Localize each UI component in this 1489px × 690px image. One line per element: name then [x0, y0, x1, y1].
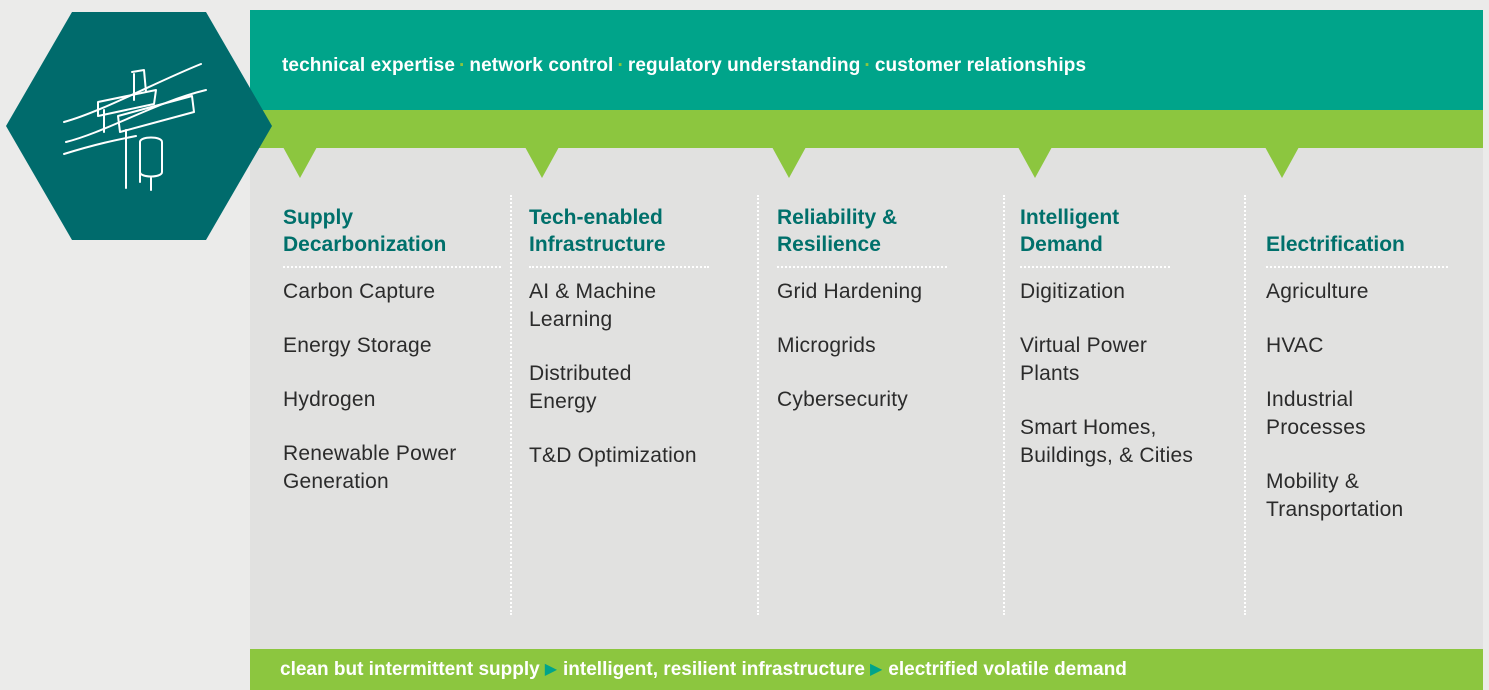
capability-item: customer relationships	[874, 55, 1087, 76]
list-item: Hydrogen	[283, 388, 376, 411]
arrow-right-icon: ▶	[544, 661, 558, 678]
column-reliability-resilience: Reliability & Resilience Grid Hardening …	[777, 200, 995, 440]
pointer-notch	[525, 147, 559, 178]
list-item: Mobility & Transportation	[1266, 470, 1404, 521]
list-item: Smart Homes, Buildings, & Cities	[1020, 416, 1194, 467]
column-supply-decarbonization: Supply Decarbonization Carbon Capture En…	[283, 200, 501, 522]
list-item: Agriculture	[1266, 280, 1369, 303]
top-banner: technical expertise·network control·regu…	[250, 10, 1483, 110]
column-divider	[757, 195, 759, 615]
pointer-notch	[772, 147, 806, 178]
bottom-banner: clean but intermittent supply▶intelligen…	[250, 649, 1483, 690]
list-item: Cybersecurity	[777, 388, 908, 411]
column-divider	[1003, 195, 1005, 615]
column-title: Reliability & Resilience	[777, 200, 947, 268]
green-band	[250, 110, 1483, 148]
capability-item: network control	[469, 55, 614, 76]
capability-item: technical expertise	[282, 55, 455, 76]
separator-dot: ·	[864, 55, 871, 76]
arrow-right-icon: ▶	[869, 661, 883, 678]
list-item: Microgrids	[777, 334, 876, 357]
hexagon-badge	[6, 12, 272, 240]
column-tech-enabled-infrastructure: Tech-enabled Infrastructure AI & Machine…	[529, 200, 746, 496]
list-item: Grid Hardening	[777, 280, 923, 303]
transition-item: clean but intermittent supply	[280, 659, 540, 680]
column-title: Supply Decarbonization	[283, 200, 501, 268]
column-electrification: Electrification Agriculture HVAC Industr…	[1266, 200, 1448, 550]
separator-dot: ·	[617, 55, 624, 76]
list-item: Industrial Processes	[1266, 388, 1366, 439]
pointer-notch	[1265, 147, 1299, 178]
transition-item: electrified volatile demand	[888, 659, 1127, 680]
pointer-notch	[283, 147, 317, 178]
list-item: Energy Storage	[283, 334, 432, 357]
column-title: Electrification	[1266, 200, 1448, 268]
column-title: Tech-enabled Infrastructure	[529, 200, 709, 268]
separator-dot: ·	[458, 55, 466, 76]
transition-line: clean but intermittent supply▶intelligen…	[280, 659, 1127, 681]
column-divider	[1244, 195, 1246, 615]
list-item: HVAC	[1266, 334, 1324, 357]
list-item: Carbon Capture	[283, 280, 436, 303]
power-line-insulator-icon	[63, 63, 207, 191]
list-item: Renewable Power Generation	[283, 442, 457, 493]
pointer-notch	[1018, 147, 1052, 178]
list-item: T&D Optimization	[529, 444, 697, 467]
capability-item: regulatory understanding	[627, 55, 861, 76]
list-item: AI & Machine Learning	[529, 280, 657, 331]
transition-item: intelligent, resilient infrastructure	[563, 659, 865, 680]
column-divider	[510, 195, 512, 615]
column-intelligent-demand: Intelligent Demand Digitization Virtual …	[1020, 200, 1234, 496]
list-item: Digitization	[1020, 280, 1126, 303]
list-item: Virtual Power Plants	[1020, 334, 1148, 385]
column-title: Intelligent Demand	[1020, 200, 1170, 268]
capabilities-line: technical expertise·network control·regu…	[282, 55, 1086, 77]
list-item: Distributed Energy	[529, 362, 632, 413]
